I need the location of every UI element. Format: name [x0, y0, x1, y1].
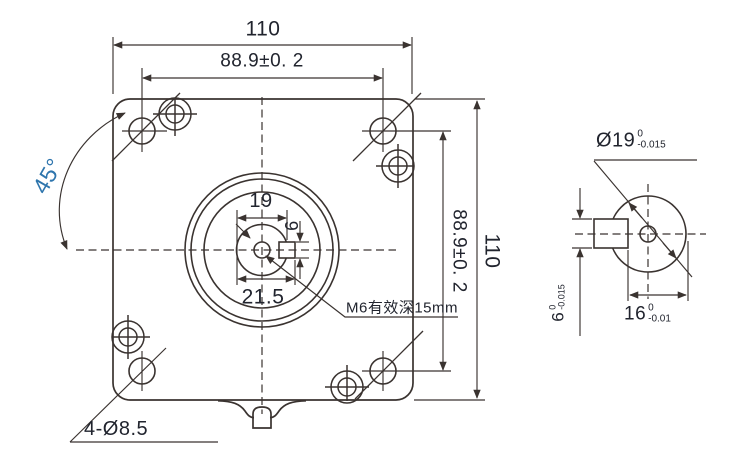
- dim-label-bolt-spacing-right: 88.9±0. 2: [448, 209, 470, 293]
- shaft-diameter-tolerance: 0 -0.015: [637, 128, 666, 151]
- bottom-tab-right-wing: [269, 399, 307, 419]
- key-block: [593, 218, 629, 249]
- dim-label-width-top: 110: [245, 17, 281, 41]
- dim-label-shaft-flat: 21.5: [241, 285, 285, 309]
- screw-symbol-right: [376, 144, 415, 188]
- dim-label-height-right: 110: [480, 233, 504, 269]
- corner-slashes: [111, 92, 424, 400]
- side-view-dimensions: [572, 159, 697, 336]
- front-view: [58, 37, 485, 443]
- dim-label-keyway-width: 9: [281, 220, 301, 232]
- side-center-lines: [575, 184, 706, 299]
- side-view: [572, 159, 706, 336]
- shaft-diameter-value: Ø19: [596, 129, 636, 151]
- tolerance-upper: 0: [637, 128, 643, 140]
- screw-symbol-left: [111, 315, 150, 359]
- front-view-dimensions: [58, 37, 485, 443]
- dim-label-bolt-spacing-top: 88.9±0. 2: [220, 50, 304, 72]
- center-lines: [76, 97, 396, 414]
- dim-label-key-length: 16 0 -0.01: [624, 302, 671, 325]
- tolerance-lower: -0.015: [557, 284, 567, 310]
- key-length-value: 16: [624, 303, 647, 325]
- dim-label-shaft-diameter: Ø19 0 -0.015: [596, 128, 666, 151]
- screw-symbol-bottom: [325, 365, 369, 404]
- tolerance-lower: -0.01: [648, 313, 671, 324]
- dim-label-key-height: 6 0 -0.015: [548, 284, 568, 322]
- key-length-tolerance: 0 -0.01: [648, 302, 671, 325]
- note-mounting-holes: 4-Ø8.5: [84, 418, 149, 440]
- tolerance-upper: 0: [648, 302, 654, 314]
- tolerance-lower: -0.015: [637, 139, 666, 150]
- note-center-hole: M6有效深15mm: [346, 299, 459, 317]
- screw-symbol-top: [153, 97, 197, 136]
- key-height-value: 6: [548, 311, 568, 322]
- bottom-tab: [252, 406, 272, 429]
- bottom-tab-left-wing: [217, 399, 255, 419]
- dim-label-pilot-width: 19: [249, 190, 273, 212]
- key-height-tolerance: 0 -0.015: [548, 284, 568, 310]
